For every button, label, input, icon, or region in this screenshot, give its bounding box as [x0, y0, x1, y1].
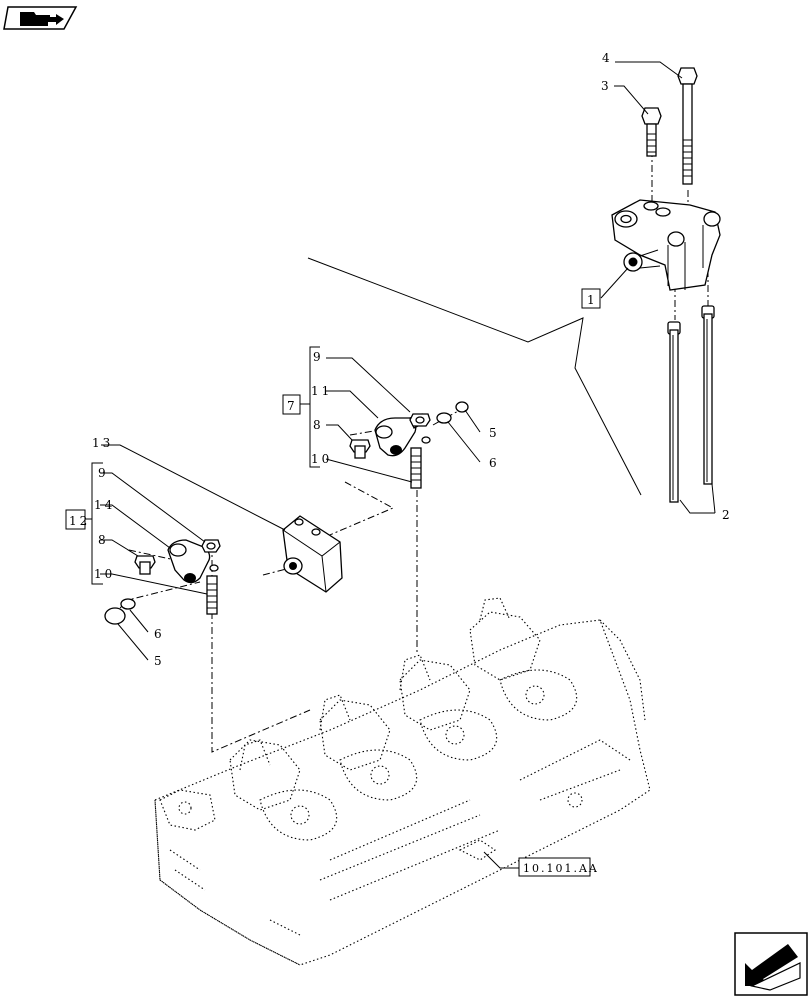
callout-4: 4: [602, 51, 613, 65]
group-bracket-12: [65, 462, 103, 585]
callout-12: 12: [69, 514, 90, 528]
callout-box-1: [581, 288, 601, 309]
callout-6-lower: 6: [154, 627, 165, 641]
rocker-shaft-support-13: [282, 515, 343, 593]
rocker-arm-group-12: [104, 539, 221, 625]
rocker-arm-group-7: [349, 401, 469, 489]
callout-1: 1: [587, 293, 598, 307]
callout-8-lower: 8: [98, 533, 109, 547]
callout-9-lower: 9: [98, 466, 109, 480]
callout-7: 7: [287, 399, 298, 413]
callout-11: 11: [311, 384, 332, 398]
rocker-support-assembly: [611, 67, 721, 503]
callout-3: 3: [601, 79, 612, 93]
callout-14: 14: [94, 498, 115, 512]
reference-code-label[interactable]: 10.101.AA: [523, 862, 599, 875]
callout-8-upper: 8: [313, 418, 324, 432]
group-bracket-7: [282, 346, 320, 468]
cylinder-head-illustration: [154, 597, 651, 966]
callout-10-lower: 10: [94, 567, 115, 581]
callout-5-lower: 5: [154, 654, 165, 668]
callout-13: 13: [92, 436, 113, 450]
callout-2: 2: [722, 508, 733, 522]
callout-9-upper: 9: [313, 350, 324, 364]
callout-6-upper: 6: [489, 456, 500, 470]
reference-box: [518, 857, 591, 877]
callout-leader-lines: [100, 61, 716, 869]
callout-5-upper: 5: [489, 426, 500, 440]
folder-back-arrow-icon[interactable]: [3, 6, 78, 30]
next-page-arrow-icon[interactable]: [734, 932, 808, 996]
callout-10-upper: 10: [311, 452, 332, 466]
